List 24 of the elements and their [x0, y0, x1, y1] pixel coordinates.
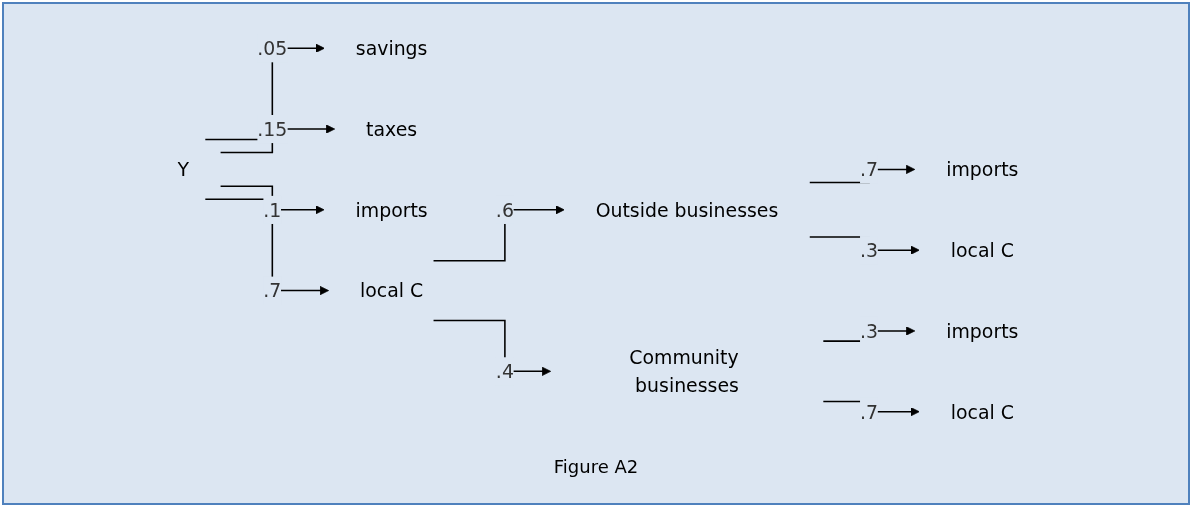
node-text: Y: [177, 158, 190, 181]
edge-label: .05: [257, 37, 288, 60]
edge-label: .3: [860, 239, 879, 262]
node-text: imports: [946, 158, 1019, 181]
arrow: [432, 205, 565, 262]
node-text: taxes: [366, 118, 418, 141]
node-text: local C: [360, 279, 424, 302]
edge-label: .6: [495, 198, 514, 221]
edge-label: .7: [263, 279, 282, 302]
node-text: imports: [355, 198, 428, 221]
node-text: savings: [355, 37, 428, 60]
edge-label: .4: [495, 360, 514, 383]
diagram-panel: .05 .15 .1 .7 .6 .4 .7 .3 .3 .7 Y savings taxes imports local C Outside businesses Community businesses imports local C imports local C Figure A2: [2, 2, 1190, 505]
edge-label: .7: [860, 158, 879, 181]
edge-label: .7: [860, 400, 879, 423]
node-text: Community businesses: [629, 346, 739, 397]
edge-label: .15: [257, 118, 288, 141]
node-text: local C: [950, 239, 1014, 262]
node-text: Outside businesses: [595, 198, 779, 221]
edge-label: .3: [860, 319, 879, 342]
edge-label: .1: [263, 198, 282, 221]
node-text: local C: [950, 400, 1014, 423]
caption: Figure A2: [553, 456, 639, 477]
node-text: imports: [946, 319, 1019, 342]
